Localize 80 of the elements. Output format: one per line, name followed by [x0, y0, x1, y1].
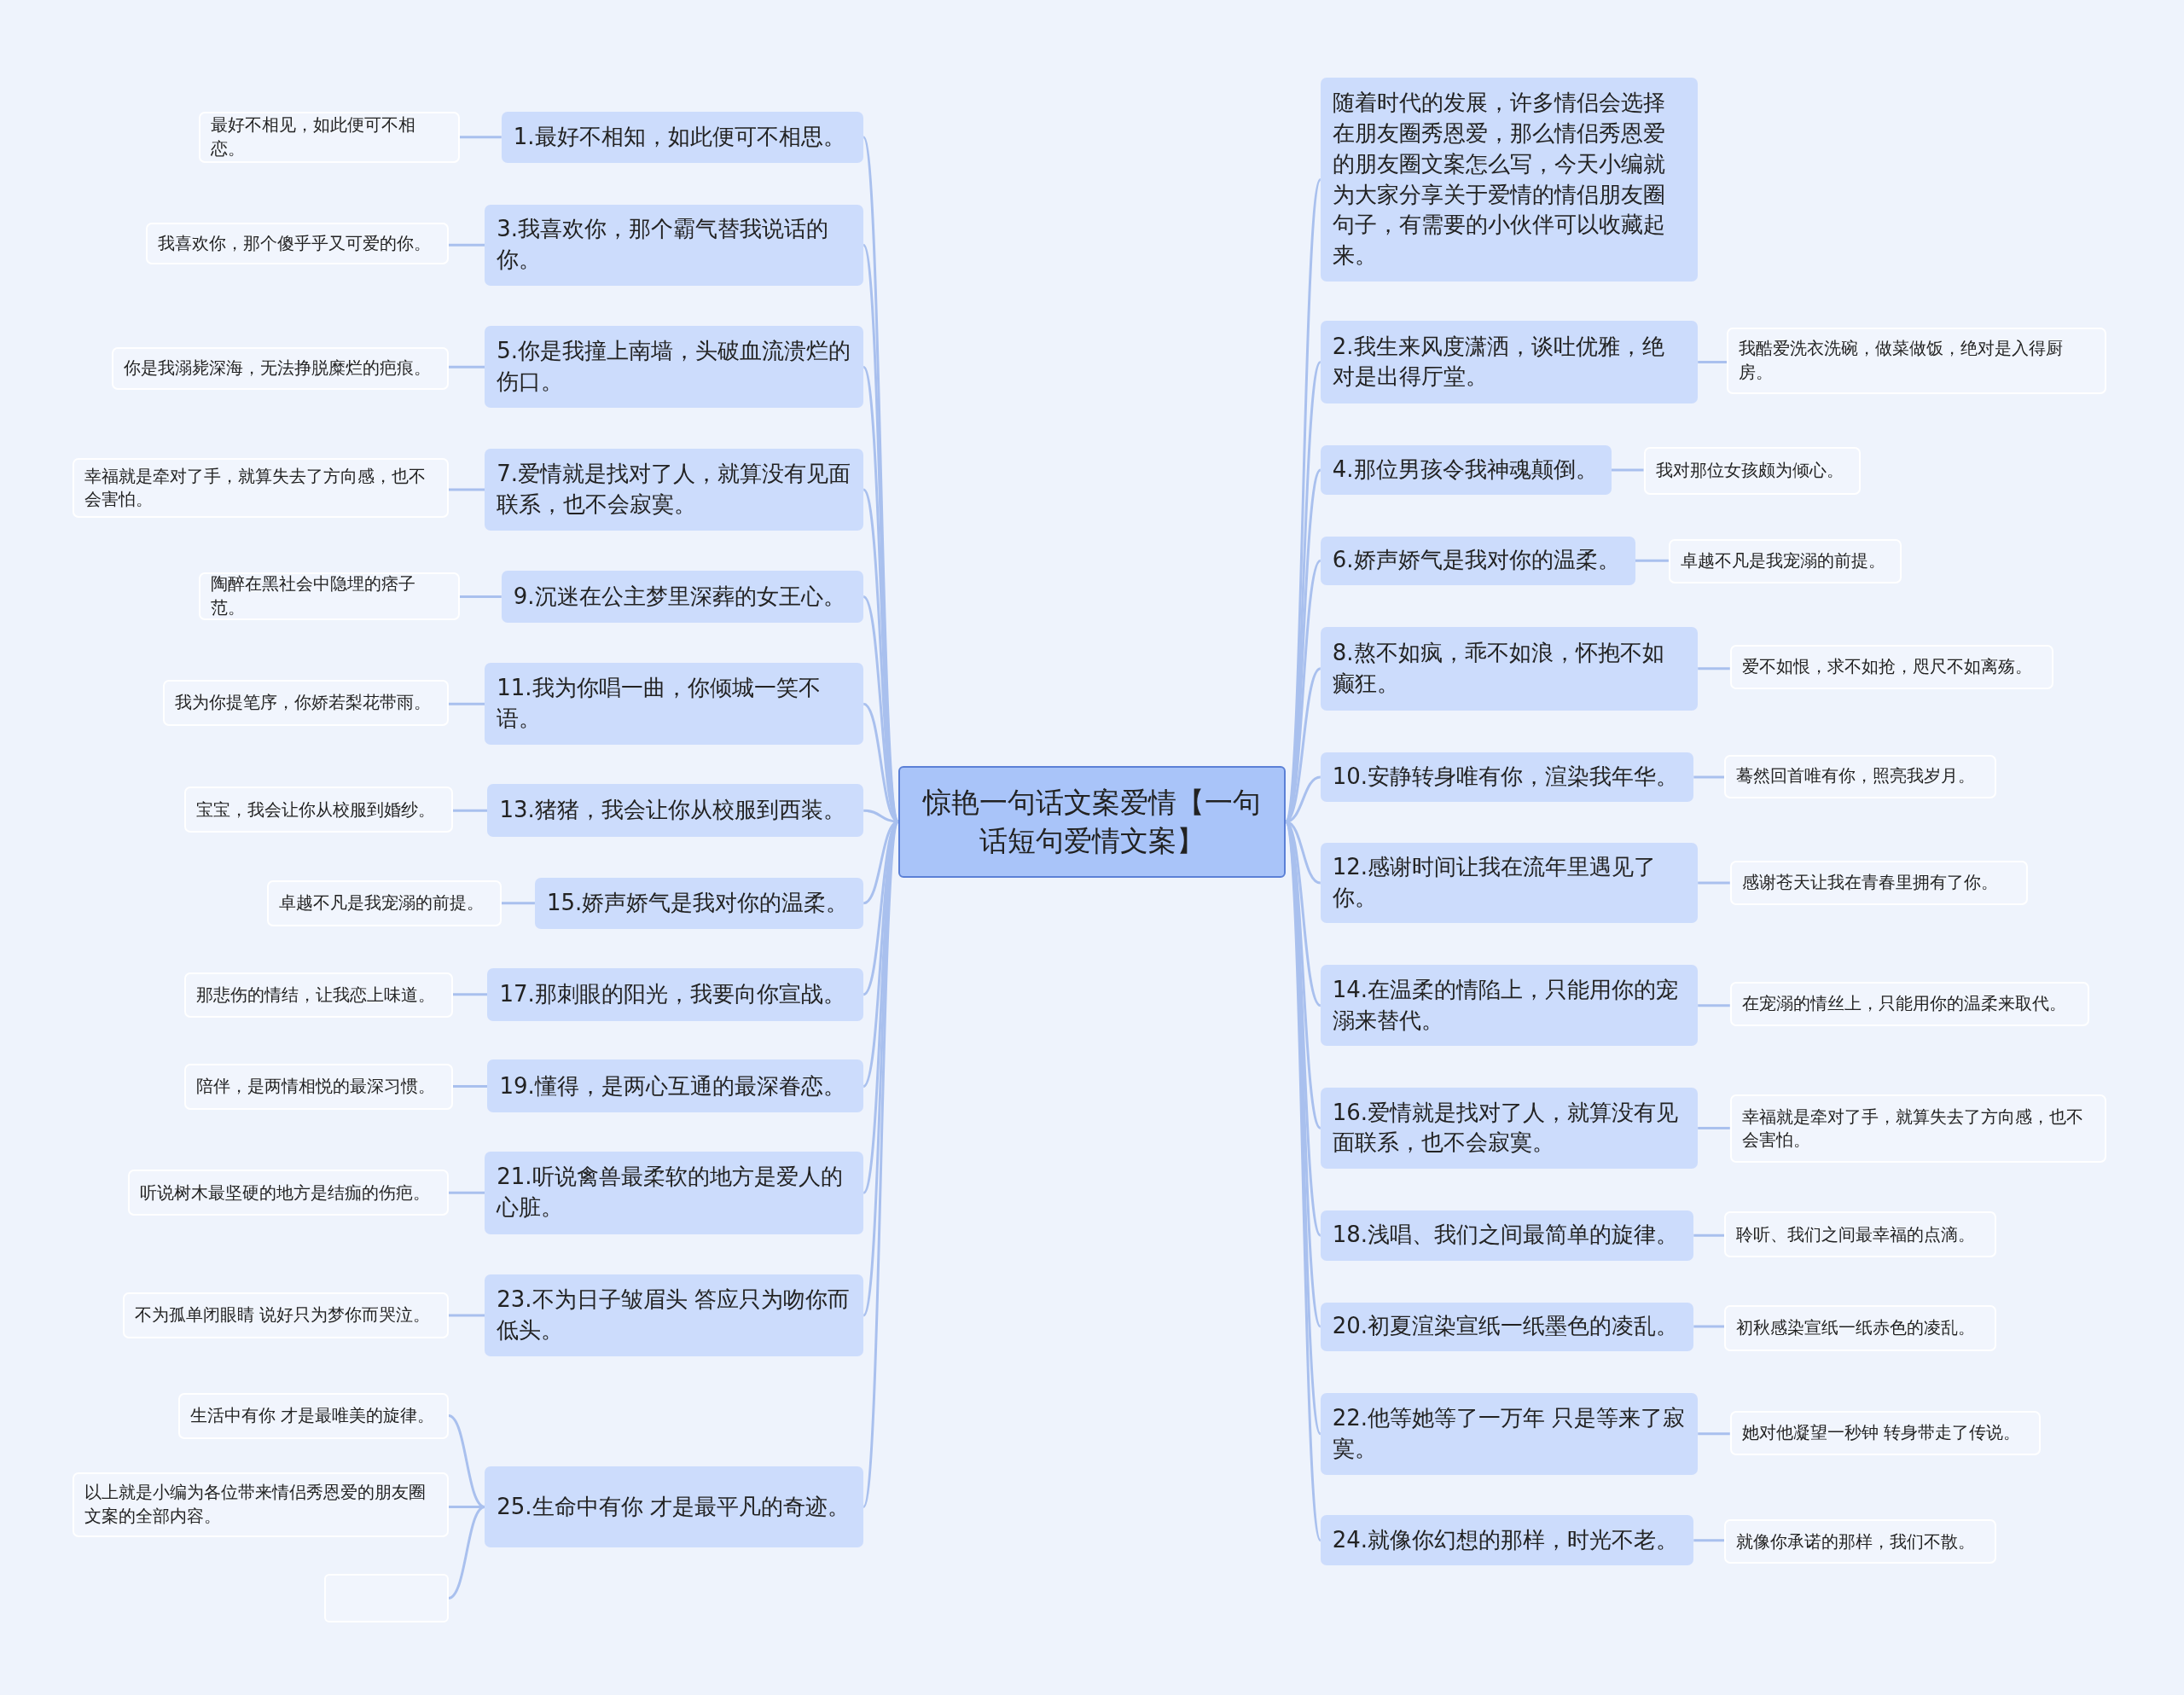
topic-box: 12.感谢时间让我在流年里遇见了你。 [1320, 842, 1699, 924]
topic-box: 16.爱情就是找对了人，就算没有见面联系，也不会寂寞。 [1320, 1088, 1699, 1169]
connector-line [1693, 1325, 1725, 1328]
subtopic-box: 就像你承诺的那样，我们不散。 [1724, 1519, 1996, 1564]
topic-box: 19.懂得，是两心互通的最深眷恋。 [487, 1059, 864, 1113]
connector-line [448, 488, 485, 491]
connector-line [448, 1191, 485, 1194]
connector-line [448, 1506, 485, 1599]
subtopic-box: 听说树木最坚硬的地方是结痂的伤疤。 [128, 1170, 449, 1216]
topic-box: 18.浅唱、我们之间最简单的旋律。 [1320, 1210, 1694, 1261]
subtopic-box: 不为孤单闭眼睛 说好只为梦你而哭泣。 [122, 1292, 449, 1338]
subtopic-box: 幸福就是牵对了手，就算失去了方向感，也不会害怕。 [1729, 1094, 2106, 1164]
topic-box: 3.我喜欢你，那个霸气替我说话的你。 [485, 205, 864, 286]
connector-line [448, 1414, 485, 1508]
subtopic-box: 我对那位女孩颇为倾心。 [1643, 447, 1862, 495]
connector-line [448, 365, 485, 369]
subtopic-box: 以上就是小编为各位带来情侣秀恩爱的朋友圈文案的全部内容。 [72, 1472, 449, 1538]
subtopic-box: 那悲伤的情结，让我恋上味道。 [183, 972, 453, 1019]
subtopic-box: 在宠溺的情丝上，只能用你的温柔来取代。 [1729, 982, 2089, 1027]
subtopic-box: 我喜欢你，那个傻乎乎又可爱的你。 [146, 223, 449, 265]
topic-box: 21.听说禽兽最柔软的地方是爱人的心脏。 [485, 1152, 864, 1234]
subtopic-box: 感谢苍天让我在青春里拥有了你。 [1729, 860, 2029, 906]
connector-line [1698, 1432, 1730, 1436]
connector-line [1698, 1004, 1730, 1007]
subtopic-box: 她对他凝望一秒钟 转身带走了传说。 [1729, 1410, 2041, 1456]
topic-box: 4.那位男孩令我神魂颠倒。 [1320, 445, 1612, 495]
central-topic: 惊艳一句话文案爱情【一句话短句爱情文案】 [898, 765, 1286, 878]
connector-line [1612, 468, 1644, 472]
connector-line [1698, 881, 1730, 885]
connector-line [448, 702, 485, 705]
connector-line [448, 243, 485, 247]
topic-box: 24.就像你幻想的那样，时光不老。 [1320, 1515, 1694, 1566]
topic-box: 7.爱情就是找对了人，就算没有见面联系，也不会寂寞。 [485, 448, 864, 531]
subtopic-box: 聆听、我们之间最幸福的点滴。 [1724, 1211, 1996, 1258]
topic-box: 17.那刺眼的阳光，我要向你宣战。 [487, 967, 864, 1021]
topic-box: 8.熬不如疯，乖不如浪，怀抱不如癫狂。 [1320, 626, 1699, 711]
topic-box: 20.初夏渲染宣纸一纸墨色的凌乱。 [1320, 1302, 1694, 1351]
connector-line [459, 136, 502, 139]
subtopic-box: 陶醉在黑社会中隐埋的痞子范。 [199, 572, 460, 620]
topic-box: 9.沉迷在公主梦里深葬的女王心。 [501, 571, 864, 623]
subtopic-box: 卓越不凡是我宠溺的前提。 [1668, 538, 1902, 584]
subtopic-box: 我为你提笔序，你娇若梨花带雨。 [163, 679, 449, 726]
subtopic-box: 我酷爱洗衣洗碗，做菜做饭，绝对是入得厨房。 [1727, 327, 2106, 395]
connector-line [1698, 361, 1728, 363]
connector-line [1698, 1126, 1730, 1129]
subtopic-box: 蓦然回首唯有你，照亮我岁月。 [1724, 754, 1996, 798]
subtopic-box: 初秋感染宣纸一纸赤色的凌乱。 [1724, 1304, 1996, 1351]
connector-line [501, 902, 535, 905]
topic-box: 14.在温柔的情陷上，只能用你的宠溺来替代。 [1320, 965, 1699, 1047]
connector-line [1698, 667, 1730, 670]
connector-line [1635, 559, 1669, 562]
subtopic-box: 卓越不凡是我宠溺的前提。 [267, 879, 502, 926]
connector-line [1693, 1539, 1725, 1542]
topic-box: 25.生命中有你 才是最平凡的奇迹。 [485, 1466, 864, 1547]
subtopic-box: 爱不如恨，求不如抢，咫尺不如离殇。 [1729, 644, 2053, 690]
subtopic-box: 你是我溺毙深海，无法挣脱糜烂的疤痕。 [111, 346, 449, 391]
topic-box: 5.你是我撞上南墙，头破血流溃烂的伤口。 [485, 326, 864, 409]
subtopic-box: 幸福就是牵对了手，就算失去了方向感，也不会害怕。 [72, 458, 449, 519]
topic-box: 15.娇声娇气是我对你的温柔。 [534, 877, 864, 929]
topic-box: 11.我为你唱一曲，你倾城一笑不语。 [485, 663, 864, 746]
connector-line [452, 993, 488, 996]
topic-box: 随着时代的发展，许多情侣会选择在朋友圈秀恩爱，那么情侣秀恩爱的朋友圈文案怎么写，今天小编就为大家分享关于爱情的情侣朋友圈句子，有需要的小伙伴可以收藏起来。 [1320, 78, 1699, 282]
subtopic-box: 陪伴，是两情相悦的最深习惯。 [183, 1064, 453, 1111]
connector-line [452, 1084, 488, 1088]
topic-box: 10.安静转身唯有你，渲染我年华。 [1320, 752, 1694, 803]
connector-line [459, 595, 502, 599]
subtopic-box [324, 1573, 449, 1623]
topic-box: 1.最好不相知，如此便可不相思。 [501, 111, 864, 163]
subtopic-box: 宝宝，我会让你从校服到婚纱。 [183, 787, 453, 833]
subtopic-box: 生活中有你 才是最唯美的旋律。 [177, 1392, 449, 1439]
connector-line [1693, 1234, 1725, 1237]
topic-box: 6.娇声娇气是我对你的温柔。 [1320, 536, 1635, 585]
connector-line [1693, 775, 1725, 779]
topic-box: 13.猪猪，我会让你从校服到西装。 [487, 784, 864, 838]
connector-line [452, 809, 488, 812]
subtopic-box: 最好不相见，如此便可不相恋。 [199, 111, 460, 163]
connector-line [448, 1314, 485, 1317]
topic-box: 22.他等她等了一万年 只是等来了寂寞。 [1320, 1392, 1699, 1475]
topic-box: 2.我生来风度潇洒，谈吐优雅，绝对是出得厅堂。 [1320, 320, 1699, 404]
topic-box: 23.不为日子皱眉头 答应只为吻你而低头。 [485, 1274, 864, 1357]
